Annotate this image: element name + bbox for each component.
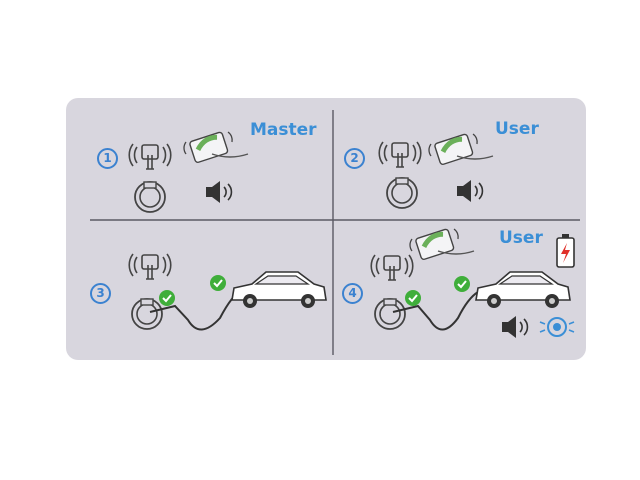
light-indicator-icon	[539, 317, 575, 337]
check-icon	[404, 289, 422, 307]
check-icon	[453, 275, 471, 293]
panel-title: User	[499, 228, 543, 248]
step-number: 4	[342, 283, 363, 304]
panel-title: User	[495, 119, 539, 139]
step-number: 1	[97, 148, 118, 169]
check-icon	[209, 274, 227, 292]
battery-charging-icon	[556, 234, 575, 268]
check-icon	[158, 289, 176, 307]
step-number: 2	[344, 148, 365, 169]
panel-title: Master	[250, 120, 317, 140]
charging-cable-icon	[392, 289, 495, 331]
step-number: 3	[90, 283, 111, 304]
card-body	[66, 98, 586, 360]
